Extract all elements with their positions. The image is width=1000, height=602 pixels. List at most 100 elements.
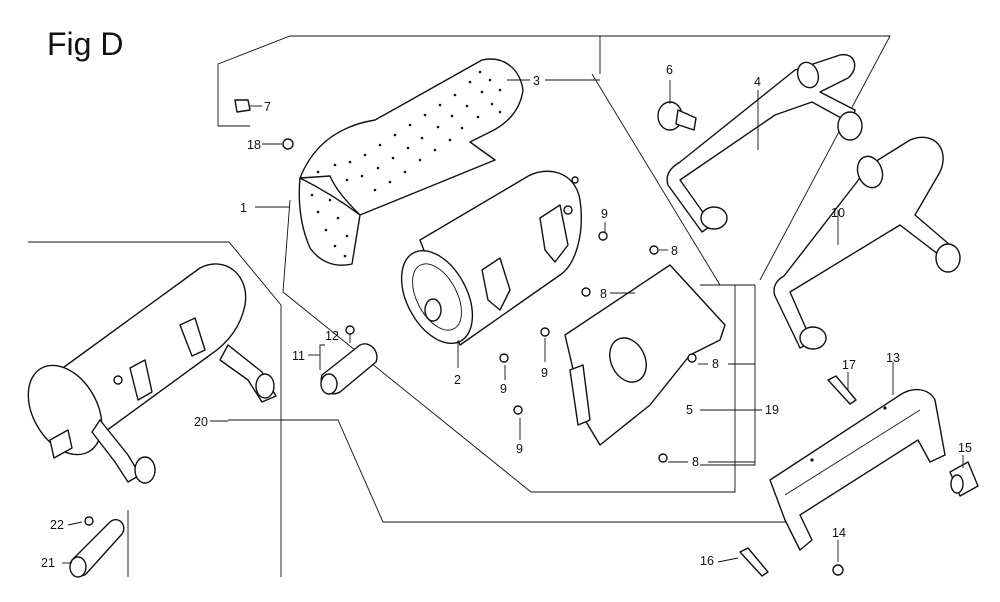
exhaust-pipe-inlet [796, 61, 820, 89]
guard-rib [784, 409, 921, 496]
callout-9-b: 9 [500, 382, 507, 396]
callout-7: 7 [264, 100, 271, 114]
assembly-boundary-lines [28, 35, 891, 577]
clamp-part [657, 101, 697, 131]
bolt-9-c [499, 353, 509, 363]
large-muffler-pipe-left [91, 419, 141, 483]
large-muffler-body [59, 263, 247, 451]
tail-pipe-end [69, 556, 87, 578]
exhaust-pipe-2-inlet [856, 155, 884, 189]
callout-8-a: 8 [671, 244, 678, 258]
callout-19: 19 [765, 403, 779, 417]
callout-13: 13 [886, 351, 900, 365]
exhaust-pipe-flange-1 [837, 111, 863, 141]
bolt-8-b [581, 287, 591, 297]
exhaust-pipe-2-body [773, 136, 951, 349]
callout-9-c: 9 [541, 366, 548, 380]
exhaust-pipe-part [666, 54, 863, 233]
nut-14 [832, 564, 844, 576]
boundary-top [217, 35, 601, 74]
bolt-16 [739, 547, 769, 577]
fasteners [234, 99, 857, 577]
heat-shield-upper [299, 58, 524, 216]
callout-3: 3 [533, 74, 540, 88]
bolt-17 [827, 375, 857, 405]
callout-16: 16 [700, 554, 714, 568]
callout-9-d: 9 [516, 442, 523, 456]
boundary-left-top [217, 64, 250, 127]
callout-15: 15 [958, 441, 972, 455]
large-muffler-flange-right [255, 373, 275, 399]
callout-8-c: 8 [712, 357, 719, 371]
nut-18 [282, 138, 294, 150]
bolt-9-a [598, 231, 608, 241]
guard-hole-1 [810, 458, 814, 462]
figure-title: Fig D [47, 26, 124, 62]
callout-21: 21 [41, 556, 55, 570]
protector-plate-flange [569, 364, 591, 426]
boundary-muffler-box [282, 199, 736, 493]
large-muffler-part [27, 263, 277, 484]
muffler-bracket-2 [539, 204, 569, 263]
exhaust-pipe-2-part [773, 136, 961, 350]
bolt-8-c [687, 353, 697, 363]
callout-12: 12 [325, 329, 339, 343]
large-muffler-end [27, 364, 103, 456]
callout-5: 5 [686, 403, 693, 417]
large-muffler-outlet [49, 429, 73, 459]
callout-4: 4 [754, 75, 761, 89]
callout-6: 6 [666, 63, 673, 77]
heat-shield-lower [298, 177, 361, 266]
callout-11: 11 [292, 349, 305, 363]
muffler-stud-2 [571, 176, 579, 184]
protector-plate-hole [609, 337, 647, 383]
tail-pipe-screw [84, 516, 94, 526]
boundary-bottom [228, 419, 791, 523]
spark-arrester-screw [345, 325, 355, 335]
muffler-outlet [424, 298, 442, 322]
heat-shield-perforations [310, 70, 502, 258]
exhaust-pipe-body [666, 54, 856, 233]
bolt-7 [234, 99, 251, 113]
callout-labels: 1 2 3 4 5 6 7 8 8 8 8 9 9 9 9 10 11 12 1… [41, 63, 972, 570]
tail-pipe-part [69, 516, 125, 578]
boundary-left-group [28, 241, 282, 577]
boundary-top-right [600, 35, 891, 281]
muffler-end-ring [412, 263, 462, 331]
callout-9-a: 9 [601, 207, 608, 221]
bolt-8-d [658, 453, 668, 463]
heat-shield-part [298, 58, 524, 266]
leader-lines [62, 79, 964, 564]
exhaust-pipe-2-flange-2 [799, 326, 827, 350]
callout-22: 22 [50, 518, 64, 532]
muffler-stud [563, 205, 573, 215]
muffler-end-cap [400, 249, 474, 345]
spark-arrester-end [320, 373, 338, 395]
muffler-part [400, 170, 582, 346]
callout-8-d: 8 [692, 455, 699, 469]
exhaust-pipe-2-flange-1 [935, 243, 961, 273]
guard-hole-2 [883, 406, 887, 410]
callout-20: 20 [194, 415, 208, 429]
spark-arrester-part [320, 325, 378, 395]
large-muffler-bracket-2 [129, 359, 153, 401]
callout-2: 2 [454, 373, 461, 387]
callout-1: 1 [240, 201, 247, 215]
guard-part [769, 388, 946, 551]
exhaust-pipe-flange-2 [700, 206, 728, 230]
guard-body [769, 388, 946, 551]
pipe-end-opening [950, 474, 964, 494]
clamp-tab [675, 109, 697, 131]
callout-8-b: 8 [600, 287, 607, 301]
bolt-9-d [513, 405, 523, 415]
bolt-8-a [649, 245, 659, 255]
large-muffler-nut [113, 375, 123, 385]
large-muffler-flange-left [134, 456, 156, 484]
bolt-9-b [540, 327, 550, 337]
large-muffler-bracket-1 [179, 317, 206, 357]
callout-17: 17 [842, 358, 856, 372]
muffler-bracket-1 [481, 257, 511, 311]
callout-10: 10 [831, 206, 845, 220]
